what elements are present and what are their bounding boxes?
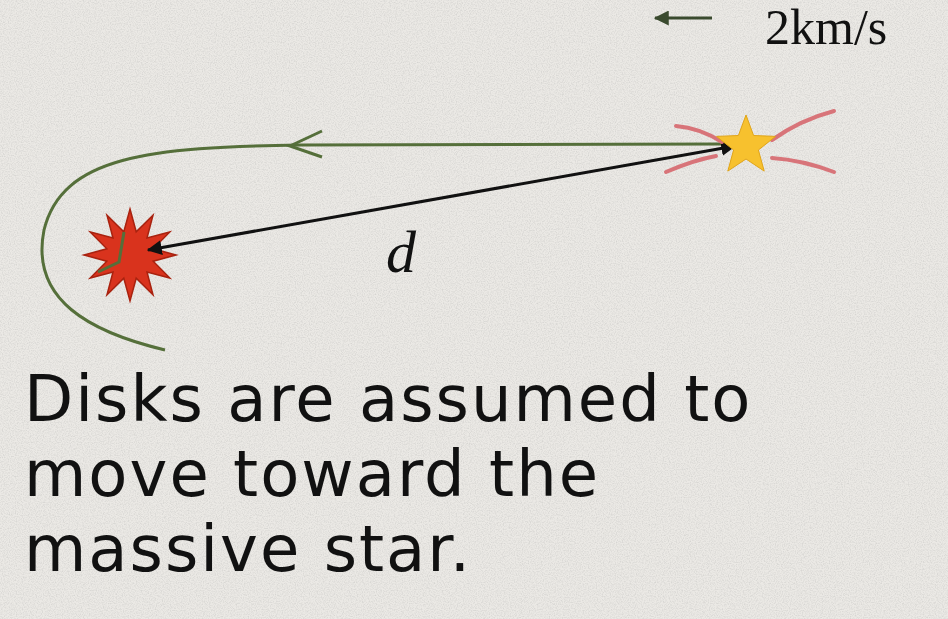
velocity-arrow: [655, 17, 712, 20]
bow-arcs: [666, 111, 834, 172]
distance-arrow: [148, 146, 735, 250]
trajectory-chevron: [98, 232, 124, 272]
note-text: Disks are assumed to move toward the mas…: [24, 362, 764, 587]
distance-label: d: [386, 222, 416, 282]
disk-starburst: [84, 209, 176, 301]
massive-star: [717, 115, 776, 171]
trajectory-chevron: [290, 131, 322, 157]
velocity-label: 2km/s: [765, 2, 887, 52]
trajectory-curve: [42, 144, 722, 350]
